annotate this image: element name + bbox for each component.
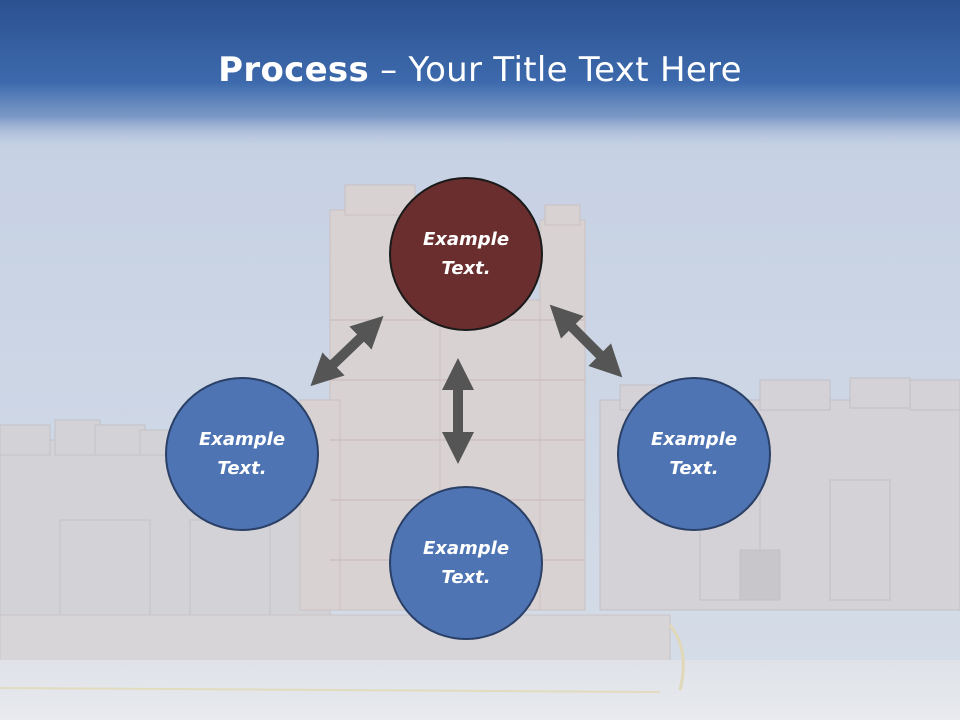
title-bold-part: Process [218,50,370,90]
node-left-line1: Example [198,429,286,450]
node-bottom-line1: Example [422,538,510,559]
node-bottom-line2: Text. [441,567,491,588]
node-left-line2: Text. [217,458,267,479]
page-title: Process – Your Title Text Here [0,50,960,90]
title-header-band [0,0,960,150]
process-node-left: Example Text. [165,377,319,531]
node-top-line2: Text. [441,258,491,279]
node-right-line2: Text. [669,458,719,479]
title-rest-part: – Your Title Text Here [369,50,742,90]
node-right-line1: Example [650,429,738,450]
node-top-line1: Example [422,229,510,250]
process-node-right: Example Text. [617,377,771,531]
process-node-bottom: Example Text. [389,486,543,640]
process-node-top: Example Text. [389,177,543,331]
